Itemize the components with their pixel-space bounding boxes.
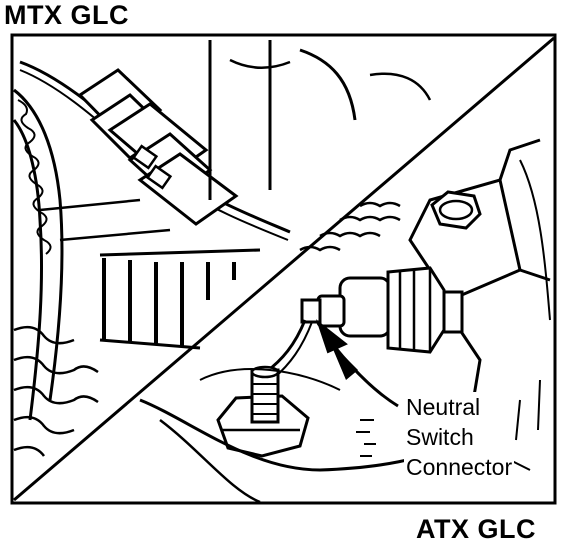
panel-divider	[13, 36, 555, 502]
neutral-switch-connector-label: Neutral Switch Connector	[404, 392, 515, 482]
callout-line-3: Connector	[406, 454, 513, 480]
atx-glc-label: ATX GLC	[416, 514, 536, 544]
callout-line-2: Switch	[406, 424, 474, 450]
mtx-panel	[12, 40, 432, 457]
atx-panel	[139, 138, 551, 504]
mtx-glc-label: MTX GLC	[4, 0, 129, 30]
callout-line-1: Neutral	[406, 394, 481, 420]
